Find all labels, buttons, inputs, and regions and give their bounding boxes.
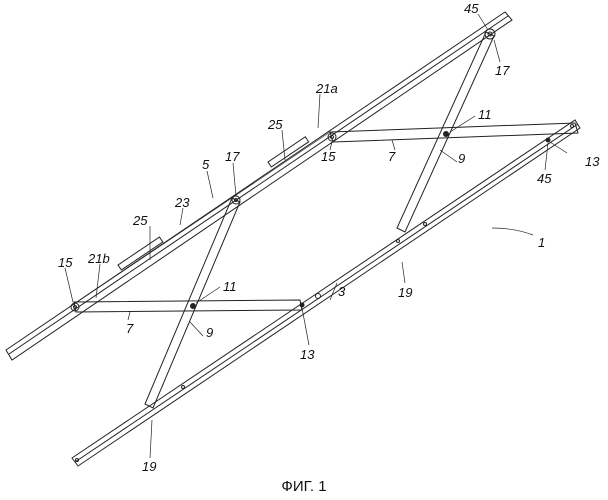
label-13-right: 13 — [585, 155, 599, 168]
label-7-left: 7 — [126, 322, 133, 335]
label-11-left: 11 — [223, 280, 237, 293]
label-9-right: 9 — [458, 152, 465, 165]
label-21a: 21a — [316, 82, 338, 95]
label-19-bottom: 19 — [142, 460, 156, 473]
label-3: 3 — [338, 285, 345, 298]
label-23: 23 — [175, 196, 189, 209]
label-11-right: 11 — [478, 108, 492, 121]
label-5: 5 — [202, 158, 209, 171]
label-25-top: 25 — [268, 118, 282, 131]
label-21b: 21b — [88, 252, 110, 265]
label-19-mid: 19 — [398, 286, 412, 299]
label-25-left: 25 — [133, 214, 147, 227]
label-15-left: 15 — [58, 256, 72, 269]
label-17-top: 17 — [495, 64, 509, 77]
label-7-right: 7 — [388, 150, 395, 163]
label-45-right: 45 — [537, 172, 551, 185]
label-13-mid: 13 — [300, 348, 314, 361]
label-15-mid: 15 — [321, 150, 335, 163]
figure-caption: ФИГ. 1 — [0, 478, 608, 495]
lower-rail — [72, 120, 580, 466]
label-17-left: 17 — [225, 150, 239, 163]
arm-7-right — [330, 123, 578, 142]
label-1: 1 — [538, 236, 545, 249]
label-45-top: 45 — [464, 2, 478, 15]
label-9-left: 9 — [206, 326, 213, 339]
upper-rail — [6, 12, 512, 360]
